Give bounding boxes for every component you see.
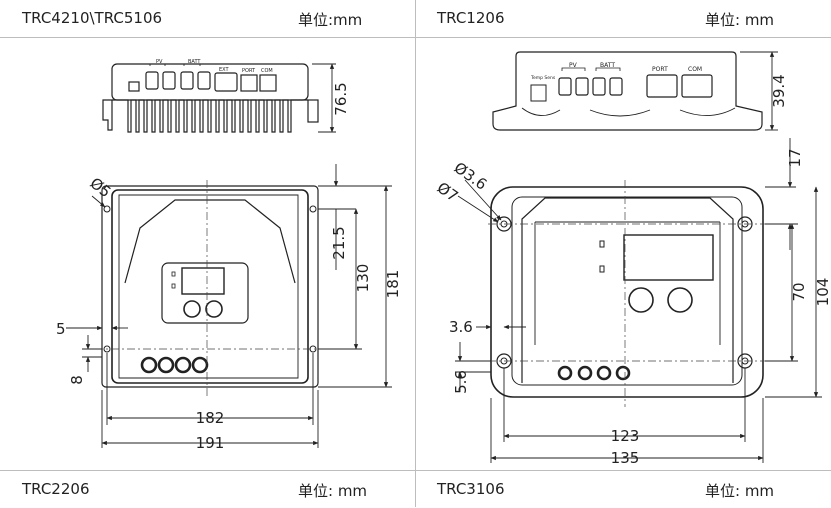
dim-135: 135 xyxy=(611,449,640,467)
left-panel-labels: PV BATT EXT PORT COM xyxy=(156,59,273,74)
right-dimension-labels: 39.4 Ø3.6 Ø7 17 70 104 3.6 5.6 123 135 xyxy=(434,74,831,467)
unit-label: 单位: mm xyxy=(705,11,775,29)
dim-5: 5 xyxy=(56,320,66,338)
ext-label: EXT xyxy=(219,67,229,73)
header-row: TRC4210\TRC5106 单位:mm TRC1206 单位: mm xyxy=(0,0,831,38)
batt-label: BATT xyxy=(600,62,615,69)
left-centerlines xyxy=(95,180,320,397)
com-label: COM xyxy=(261,68,273,74)
left-side-view xyxy=(102,63,319,133)
footer-left-cell: TRC2206 单位: mm xyxy=(0,471,415,508)
model-name: TRC3106 xyxy=(437,480,505,498)
model-name: TRC1206 xyxy=(437,9,505,27)
unit-label: 单位:mm xyxy=(298,11,363,29)
dim-5-6: 5.6 xyxy=(452,370,470,394)
dim-hole: Ø5 xyxy=(87,174,115,201)
unit-label: 单位: mm xyxy=(298,482,368,500)
dim-21-5: 21.5 xyxy=(330,226,348,259)
dim-123: 123 xyxy=(611,427,640,445)
com-label: COM xyxy=(688,66,702,73)
right-centerlines xyxy=(488,180,765,407)
dim-191: 191 xyxy=(196,434,225,452)
dim-39-4: 39.4 xyxy=(770,74,788,107)
unit-label: 单位: mm xyxy=(705,482,775,500)
right-panel-labels: Temp Sens PV BATT PORT COM xyxy=(530,62,702,81)
footer-row: TRC2206 单位: mm TRC3106 单位: mm xyxy=(0,470,831,508)
dim-181: 181 xyxy=(384,270,402,299)
port-label: PORT xyxy=(652,66,668,73)
right-side-view xyxy=(492,51,763,131)
dim-70: 70 xyxy=(790,282,808,301)
left-dimension-labels: 76.5 Ø5 21.5 130 181 5 8 182 191 xyxy=(56,82,402,452)
header-left-cell: TRC4210\TRC5106 单位:mm xyxy=(0,0,415,37)
right-dimensions xyxy=(455,51,822,463)
batt-label: BATT xyxy=(188,59,201,65)
dim-8: 8 xyxy=(68,375,86,385)
header-right-cell: TRC1206 单位: mm xyxy=(415,0,830,37)
model-name: TRC2206 xyxy=(22,480,90,498)
port-label: PORT xyxy=(242,68,256,74)
dim-182: 182 xyxy=(196,409,225,427)
pv-label: PV xyxy=(156,59,163,65)
dim-104: 104 xyxy=(814,278,831,307)
footer-right-cell: TRC3106 单位: mm xyxy=(415,471,830,508)
center-divider xyxy=(415,0,416,507)
left-front-view xyxy=(101,185,319,388)
left-dimensions xyxy=(66,63,392,448)
right-front-view xyxy=(490,186,764,398)
dim-130: 130 xyxy=(354,264,372,293)
dim-76-5: 76.5 xyxy=(332,82,350,115)
model-name: TRC4210\TRC5106 xyxy=(22,9,163,27)
temp-sens-label: Temp Sens xyxy=(530,75,556,81)
pv-label: PV xyxy=(569,62,578,69)
dim-3-6: 3.6 xyxy=(449,318,473,336)
dim-17: 17 xyxy=(786,148,804,167)
dim-hole-large: Ø7 xyxy=(434,179,462,206)
